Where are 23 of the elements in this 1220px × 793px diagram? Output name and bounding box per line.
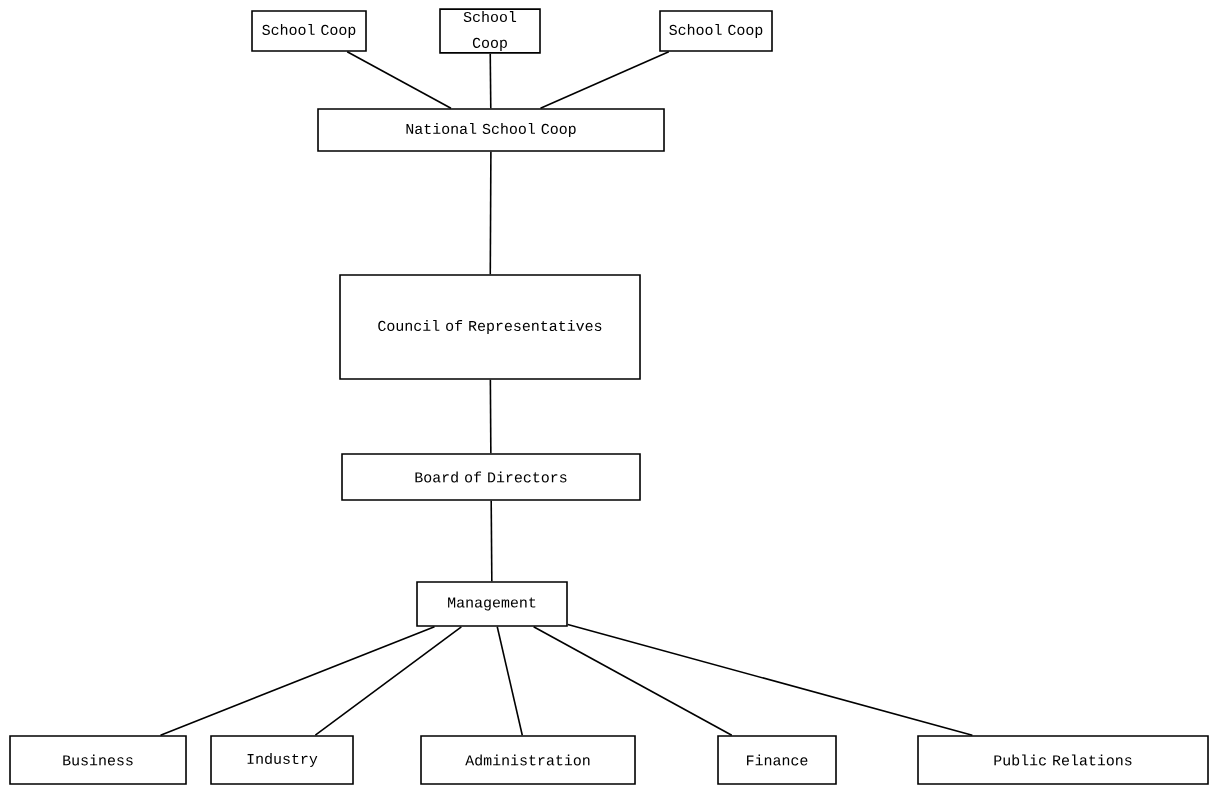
org-box: Public Relations bbox=[917, 735, 1209, 785]
org-box: National School Coop bbox=[317, 108, 665, 152]
org-box: Council of Representatives bbox=[339, 274, 641, 380]
connector-line bbox=[489, 151, 492, 275]
connector-line bbox=[489, 52, 492, 109]
connector-line bbox=[346, 51, 452, 109]
org-box: Industry bbox=[210, 735, 354, 785]
connector-line bbox=[496, 626, 524, 736]
connector-line bbox=[489, 379, 492, 454]
connector-line bbox=[539, 51, 670, 109]
connector-line bbox=[490, 500, 493, 582]
connector-line bbox=[159, 626, 436, 736]
org-box: School Coop bbox=[439, 8, 541, 54]
connector-line bbox=[532, 626, 733, 736]
org-box: Finance bbox=[717, 735, 837, 785]
org-box: Business bbox=[9, 735, 187, 785]
connector-line bbox=[567, 623, 974, 736]
org-box: Management bbox=[416, 581, 568, 627]
org-box: Board of Directors bbox=[341, 453, 641, 501]
org-box: School Coop bbox=[251, 10, 367, 52]
connector-line bbox=[314, 626, 463, 736]
org-box: Administration bbox=[420, 735, 636, 785]
org-box: School Coop bbox=[659, 10, 773, 52]
